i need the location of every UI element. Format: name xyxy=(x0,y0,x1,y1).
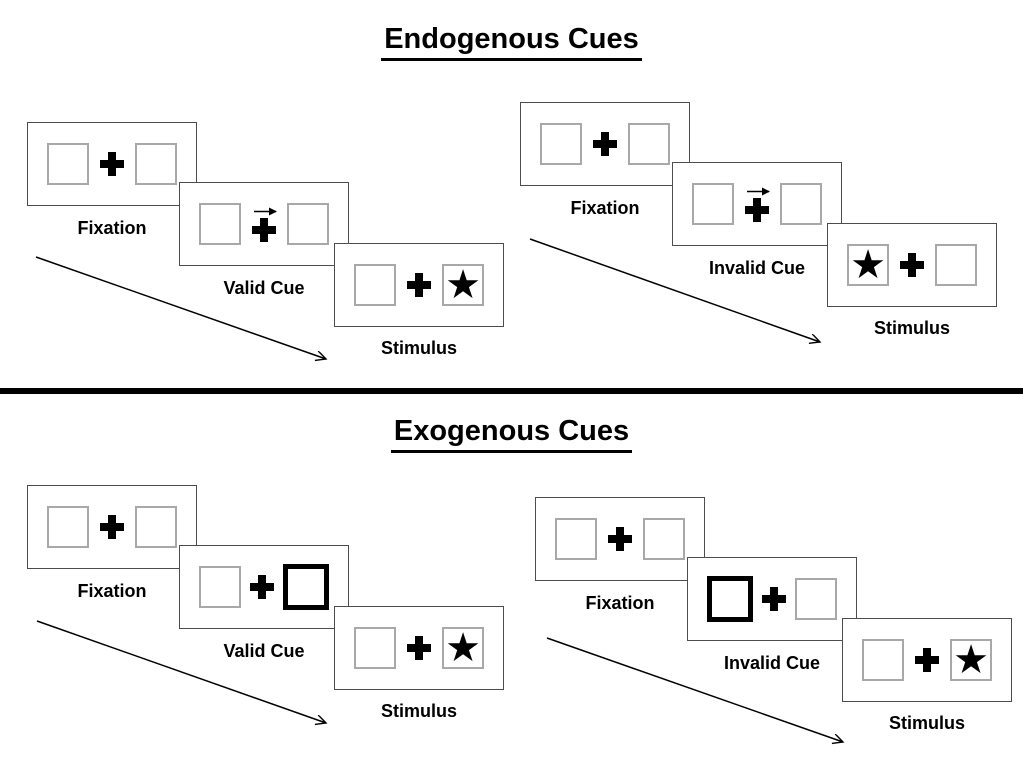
left-box xyxy=(862,639,904,681)
section-title-text: Exogenous Cues xyxy=(390,414,633,453)
fixation-cross-icon xyxy=(407,273,431,297)
fixation-panel xyxy=(535,497,705,581)
stimulus-panel: ★ xyxy=(334,243,504,327)
sequence-endogenous-invalid: Fixation Invalid Cue ★ Stimulus xyxy=(520,102,1023,364)
cue-panel xyxy=(672,162,842,246)
panel-label-fixation: Fixation xyxy=(77,218,147,238)
cue-arrow-icon xyxy=(747,187,770,195)
left-box xyxy=(692,183,734,225)
panel-label-fixation: Fixation xyxy=(77,581,147,601)
left-box xyxy=(199,566,241,608)
fixation-cross-icon xyxy=(762,587,786,611)
panel-label-stimulus: Stimulus xyxy=(888,713,965,733)
right-box-star: ★ xyxy=(442,264,484,306)
left-box-cue-highlight xyxy=(707,576,753,622)
left-box xyxy=(540,123,582,165)
section-divider xyxy=(0,388,1023,394)
fixation-point xyxy=(407,273,431,297)
section-title-exogenous: Exogenous Cues xyxy=(0,414,1023,453)
cue-panel xyxy=(687,557,857,641)
left-box xyxy=(354,264,396,306)
right-box-star: ★ xyxy=(950,639,992,681)
left-box xyxy=(199,203,241,245)
right-box xyxy=(935,244,977,286)
right-box xyxy=(287,203,329,245)
left-box xyxy=(555,518,597,560)
stimulus-panel: ★ xyxy=(334,606,504,690)
section-title-text: Endogenous Cues xyxy=(381,22,642,61)
stimulus-panel: ★ xyxy=(842,618,1012,702)
stimulus-panel: ★ xyxy=(827,223,997,307)
panel-label-stimulus: Stimulus xyxy=(380,338,457,358)
fixation-point xyxy=(762,587,786,611)
fixation-point xyxy=(407,636,431,660)
fixation-cross-icon xyxy=(900,253,924,277)
panel-label-stimulus: Stimulus xyxy=(873,318,950,338)
right-box xyxy=(628,123,670,165)
cue-arrow-icon xyxy=(254,207,277,215)
fixation-cross-icon xyxy=(250,575,274,599)
right-box-cue-highlight xyxy=(283,564,329,610)
fixation-cross-icon xyxy=(100,152,124,176)
panel-label-cue: Invalid Cue xyxy=(723,653,821,673)
fixation-cross-icon xyxy=(100,515,124,539)
fixation-panel xyxy=(520,102,690,186)
cue-panel xyxy=(179,545,349,629)
fixation-point xyxy=(915,648,939,672)
fixation-point xyxy=(100,152,124,176)
right-box xyxy=(135,506,177,548)
right-box-star: ★ xyxy=(442,627,484,669)
right-box xyxy=(135,143,177,185)
sequence-exogenous-valid: Fixation Valid Cue ★ Stimulus xyxy=(27,485,542,747)
sequence-exogenous-invalid: Fixation Invalid Cue ★ Stimulus xyxy=(535,497,1023,759)
fixation-point xyxy=(593,132,617,156)
right-box xyxy=(780,183,822,225)
panel-label-cue: Valid Cue xyxy=(223,641,305,661)
fixation-point xyxy=(738,187,776,222)
panel-label-stimulus: Stimulus xyxy=(380,701,457,721)
fixation-panel xyxy=(27,485,197,569)
fixation-cross-icon xyxy=(915,648,939,672)
panel-label-fixation: Fixation xyxy=(570,198,640,218)
fixation-point xyxy=(245,207,283,242)
left-box xyxy=(47,506,89,548)
panel-label-cue: Valid Cue xyxy=(223,278,305,298)
fixation-point xyxy=(100,515,124,539)
cue-panel xyxy=(179,182,349,266)
fixation-cross-icon xyxy=(593,132,617,156)
sequence-endogenous-valid: Fixation Valid Cue ★ Stimulus xyxy=(27,122,542,384)
section-title-endogenous: Endogenous Cues xyxy=(0,22,1023,61)
fixation-panel xyxy=(27,122,197,206)
fixation-cross-icon xyxy=(608,527,632,551)
left-box xyxy=(47,143,89,185)
fixation-point xyxy=(900,253,924,277)
panel-label-cue: Invalid Cue xyxy=(708,258,806,278)
fixation-point xyxy=(250,575,274,599)
fixation-cross-icon xyxy=(407,636,431,660)
fixation-cross-icon xyxy=(745,197,769,222)
fixation-point xyxy=(608,527,632,551)
panel-label-fixation: Fixation xyxy=(585,593,655,613)
fixation-cross-icon xyxy=(252,217,276,242)
left-box-star: ★ xyxy=(847,244,889,286)
left-box xyxy=(354,627,396,669)
right-box xyxy=(643,518,685,560)
right-box xyxy=(795,578,837,620)
